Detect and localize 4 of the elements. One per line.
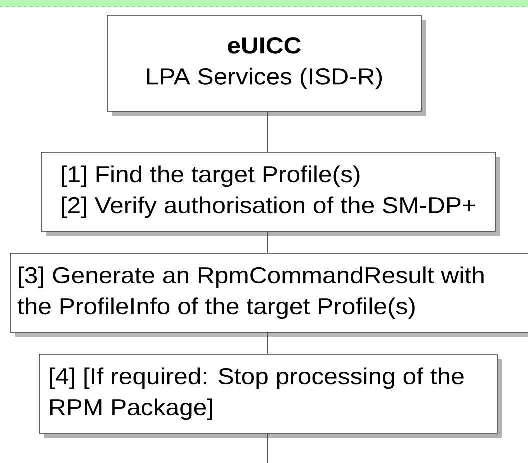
step-box: [4] [If required: Stop processing of the RPM Package]: [39, 354, 502, 438]
step-box: [3] Generate an RpmCommandResult with the ProfileInfo of the target Profile(s): [10, 253, 528, 337]
step-box: [1] Find the target Profile(s) [2] Verify authorisation of the SM-DP+: [41, 152, 500, 236]
participant-box: eUICC LPA Services (ISD-R): [107, 15, 426, 116]
